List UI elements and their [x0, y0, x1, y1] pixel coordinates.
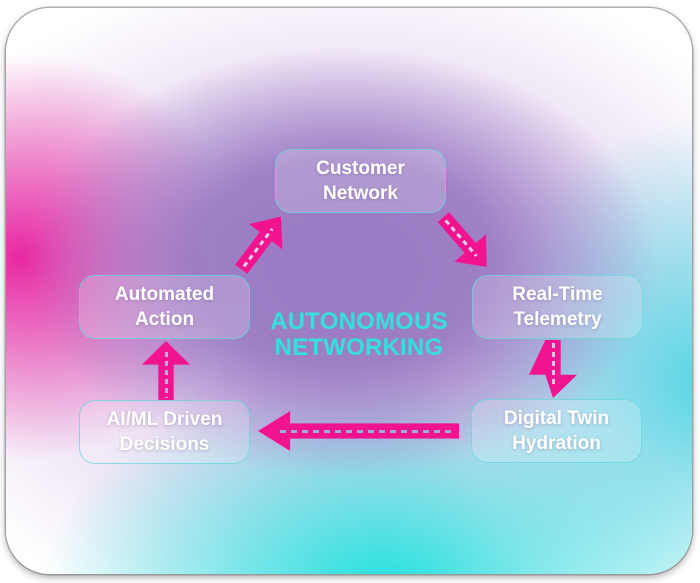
node-digital-twin-hydration: Digital Twin Hydration: [471, 399, 642, 463]
diagram-title-line1: AUTONOMOUS: [270, 308, 448, 335]
node-digital-twin-hydration-label-line2: Hydration: [512, 433, 601, 454]
node-real-time-telemetry-label-line2: Telemetry: [513, 309, 602, 330]
node-aiml-driven-decisions-label-line1: AI/ML Driven: [106, 409, 223, 430]
node-automated-action-label-line1: Automated: [114, 284, 215, 305]
diagram-title: AUTONOMOUS NETWORKING: [240, 309, 478, 361]
node-customer-network-label-line1: Customer: [316, 158, 405, 179]
node-automated-action-label-line2: Action: [134, 309, 195, 330]
node-aiml-driven-decisions-label-line2: Decisions: [119, 434, 210, 455]
node-aiml-driven-decisions: AI/ML Driven Decisions: [79, 400, 250, 464]
node-digital-twin-hydration-label-line1: Digital Twin: [503, 408, 610, 429]
node-customer-network-label-line2: Network: [323, 183, 398, 204]
node-automated-action: Automated Action: [79, 275, 250, 339]
gradient-background: [6, 8, 692, 574]
diagram-title-line2: NETWORKING: [274, 334, 444, 361]
node-customer-network: Customer Network: [275, 149, 446, 213]
arrow-dash-line: [280, 429, 453, 433]
arrow-dash-line: [551, 342, 555, 386]
node-real-time-telemetry-label-line1: Real-Time: [512, 284, 603, 305]
arrow-dash-line: [164, 352, 168, 398]
infographic-card: AUTONOMOUS NETWORKING Customer Network R…: [6, 8, 692, 574]
node-real-time-telemetry: Real-Time Telemetry: [472, 275, 643, 339]
